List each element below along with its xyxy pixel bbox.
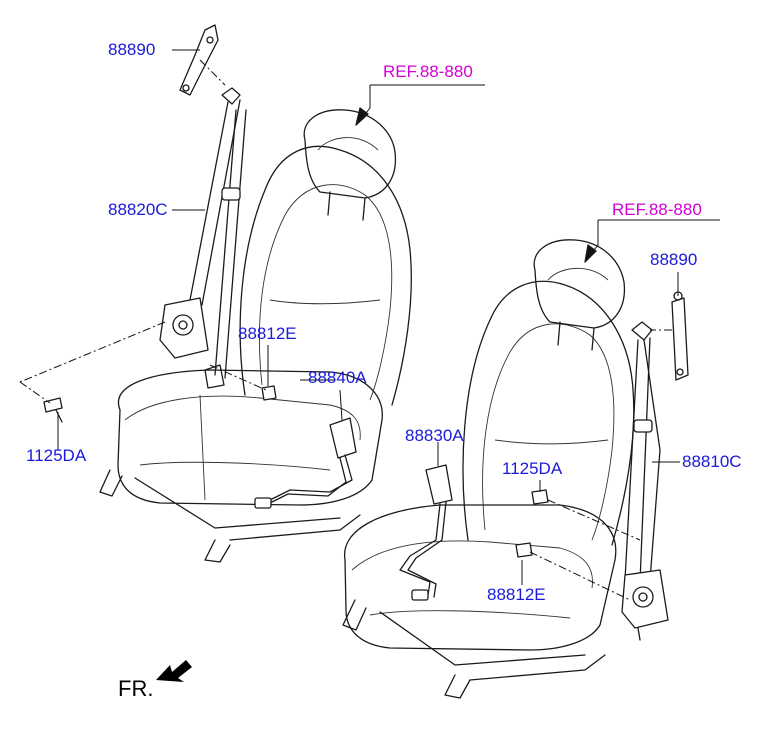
- label-ref-88-880-right[interactable]: REF.88-880: [612, 200, 702, 219]
- label-88812E-right[interactable]: 88812E: [487, 585, 546, 604]
- label-ref-88-880-top[interactable]: REF.88-880: [383, 62, 473, 81]
- label-88812E-left[interactable]: 88812E: [238, 324, 297, 343]
- left-seat-belt-assembly: [159, 87, 247, 389]
- label-88890-right[interactable]: 88890: [650, 250, 698, 269]
- right-bolts: [515, 489, 549, 558]
- front-direction-arrow: [156, 660, 192, 682]
- label-1125DA-left[interactable]: 1125DA: [26, 446, 87, 465]
- left-bolts: [43, 385, 277, 423]
- label-88840A[interactable]: 88840A: [308, 368, 367, 387]
- right-seat: [342, 239, 635, 699]
- leader-lines: [19, 49, 720, 601]
- label-front: FR.: [118, 676, 154, 701]
- label-88820C[interactable]: 88820C: [108, 200, 168, 219]
- left-height-adjuster: [179, 24, 219, 96]
- left-seat: [99, 109, 412, 563]
- right-buckle: [399, 464, 453, 601]
- right-seat-belt-assembly: [621, 321, 669, 641]
- right-height-adjuster: [671, 291, 689, 381]
- label-1125DA-right[interactable]: 1125DA: [502, 459, 563, 478]
- label-88810C[interactable]: 88810C: [682, 452, 742, 471]
- label-88830A[interactable]: 88830A: [405, 426, 464, 445]
- left-buckle: [254, 417, 357, 509]
- label-88890-left[interactable]: 88890: [108, 40, 156, 59]
